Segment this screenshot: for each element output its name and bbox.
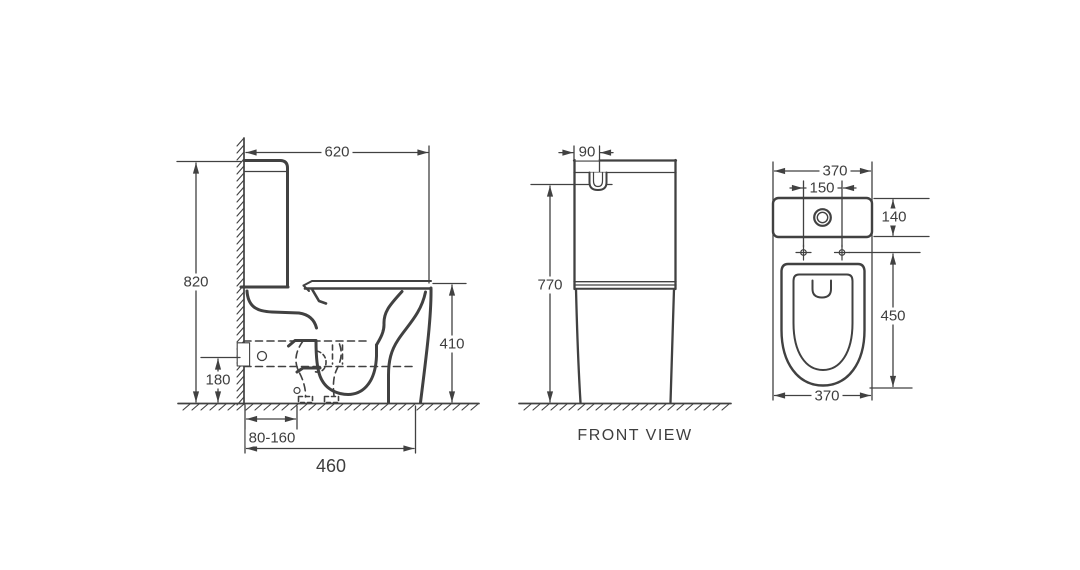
drain-hole-icon <box>293 386 301 395</box>
front-body-outline <box>572 158 678 404</box>
top-width-top-dim: 370 <box>819 162 851 180</box>
cistern-side-outline <box>239 159 290 289</box>
front-view-drawing <box>518 145 732 411</box>
cistern-top-outline <box>771 196 874 239</box>
flush-button-top-icon <box>813 208 832 227</box>
front-height-dim: 770 <box>534 276 566 294</box>
trapway-hidden-lines <box>243 340 413 404</box>
ground-line-side <box>177 402 480 411</box>
bowl-side-outline <box>245 286 433 404</box>
top-view-drawing <box>771 161 930 401</box>
top-seat-length-dim: 450 <box>877 307 909 325</box>
fixing-hole-markers <box>795 244 851 261</box>
seat-top-outline <box>780 262 866 387</box>
flush-button-front-icon <box>588 171 608 191</box>
side-height-overall-dim: 820 <box>180 273 212 291</box>
inlet-hole-icon <box>256 350 268 362</box>
top-width-bottom-dim: 370 <box>811 387 843 404</box>
side-inlet-height-dim: 180 <box>202 371 234 389</box>
seat-side-outline <box>302 280 432 305</box>
top-fixing-centres-dim: 150 <box>806 179 838 197</box>
top-cistern-depth-dim: 140 <box>878 208 910 226</box>
front-button-offset-dim: 90 <box>575 143 599 161</box>
side-depth-dim: 460 <box>312 456 350 476</box>
front-view-caption: FRONT VIEW <box>575 427 695 445</box>
side-width-top-dim: 620 <box>321 143 353 161</box>
side-rim-height-dim: 410 <box>436 335 468 353</box>
seat-hinge-icon <box>811 279 832 299</box>
ground-line-front <box>518 402 732 411</box>
side-rough-in-dim: 80-160 <box>245 429 299 447</box>
wall-inlet-opening <box>237 342 250 366</box>
side-view-drawing <box>176 137 480 454</box>
wall-section <box>236 137 251 406</box>
